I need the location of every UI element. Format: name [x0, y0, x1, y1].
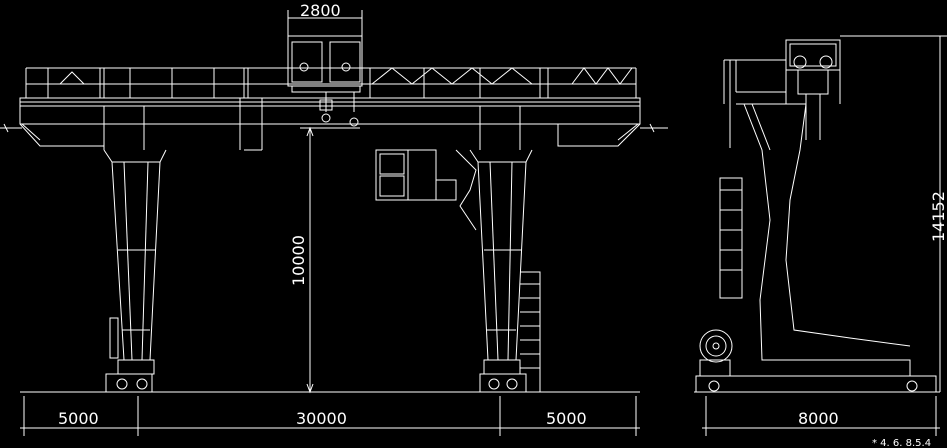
dim-left-cantilever: 5000 — [58, 409, 99, 428]
side-view — [694, 35, 947, 393]
front-view — [0, 35, 668, 394]
dim-right-cantilever: 5000 — [546, 409, 587, 428]
dim-lifting-height: 10000 — [289, 235, 308, 286]
trolley — [287, 35, 363, 129]
right-leg — [455, 149, 541, 393]
operator-cab — [375, 149, 457, 201]
dim-total-height: 14152 — [929, 191, 947, 242]
partial-text: * 4. 6. 8.5.4 — [872, 438, 931, 448]
bottom-dimensions — [20, 10, 940, 436]
left-leg — [103, 149, 167, 393]
main-girder — [19, 97, 641, 151]
dim-trolley-gauge: 2800 — [300, 1, 341, 20]
dim-base-length: 8000 — [798, 409, 839, 428]
top-railing — [25, 67, 637, 98]
end-buffers — [0, 123, 668, 133]
dim-span: 30000 — [296, 409, 347, 428]
